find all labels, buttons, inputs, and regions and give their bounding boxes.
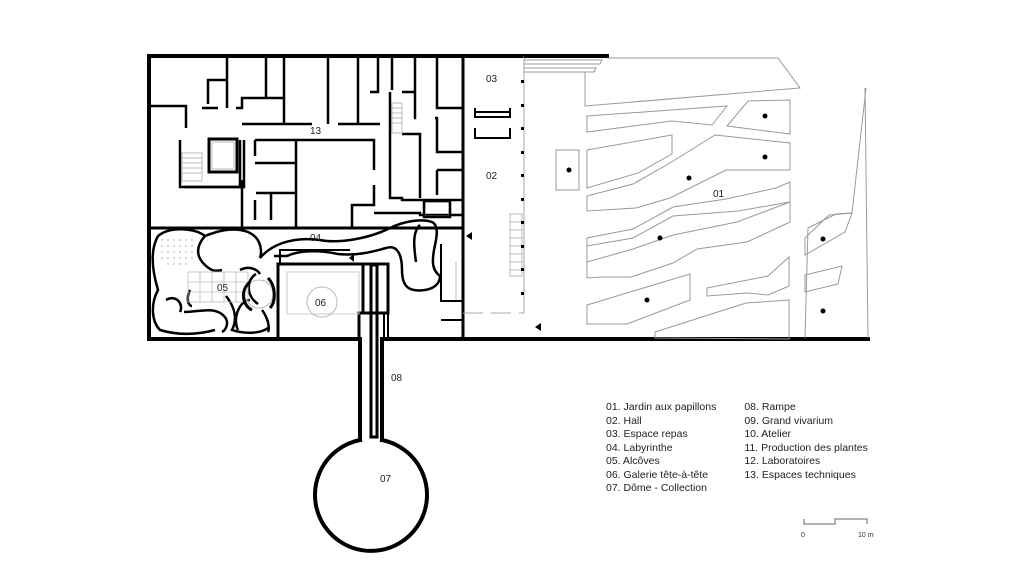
room-label-13: 13 xyxy=(310,126,322,137)
planting-texture xyxy=(161,239,193,265)
legend-item: 09. Grand vivarium xyxy=(744,414,834,427)
hall-area xyxy=(349,56,541,339)
legend-item: 06. Galerie tête-à-tête xyxy=(606,468,709,481)
stairs xyxy=(181,102,523,277)
legend-item: 02. Hall xyxy=(606,414,642,427)
entrance-arrow-icon xyxy=(466,232,472,240)
scale-end-label: 10 m xyxy=(858,532,874,539)
outer-wall-west xyxy=(147,54,609,442)
room-label-02: 02 xyxy=(486,171,498,182)
scale-start-label: 0 xyxy=(801,532,805,539)
planting-points xyxy=(566,113,826,314)
legend-item: 07. Dôme - Collection xyxy=(606,482,707,494)
legend-item: 05. Alcôves xyxy=(606,455,660,467)
legend: 01. Jardin aux papillons 02. Hall 03. Es… xyxy=(606,401,868,496)
room-label-04: 04 xyxy=(310,233,322,244)
legend-column-1: 01. Jardin aux papillons 02. Hall 03. Es… xyxy=(606,401,716,496)
room-label-08: 08 xyxy=(391,373,403,384)
entrance-arrow-icon xyxy=(349,254,354,262)
dome-wall xyxy=(313,437,429,553)
room-label-03: 03 xyxy=(486,74,498,85)
legend-item: 04. Labyrinthe xyxy=(606,441,673,454)
room-label-06: 06 xyxy=(315,298,327,309)
room-label-01: 01 xyxy=(713,189,725,200)
legend-item: 01. Jardin aux papillons xyxy=(606,401,717,413)
labyrinth-walls xyxy=(151,219,442,335)
elevator xyxy=(422,199,452,219)
legend-item: 13. Espaces techniques xyxy=(744,468,856,481)
gallery-walls xyxy=(276,249,390,339)
butterfly-garden xyxy=(463,54,869,341)
room-label-05: 05 xyxy=(217,283,229,294)
legend-item: 03. Espace repas xyxy=(606,428,688,440)
gallery-circle xyxy=(306,286,338,318)
scale-bar: 0 10 m xyxy=(801,518,874,539)
alcove-grid xyxy=(187,271,249,303)
legend-item: 10. Atelier xyxy=(744,428,792,440)
legend-column-2: 08. Rampe 09. Grand vivarium 10. Atelier… xyxy=(744,401,868,496)
entrance-arrow-icon xyxy=(535,323,541,331)
legend-item: 08. Rampe xyxy=(744,401,796,413)
legend-item: 12. Laboratoires xyxy=(744,455,821,467)
technical-spaces-walls xyxy=(148,56,463,230)
room-label-07: 07 xyxy=(380,474,392,485)
legend-item: 11. Production des plantes xyxy=(744,441,868,454)
ramp-divider xyxy=(369,263,379,439)
